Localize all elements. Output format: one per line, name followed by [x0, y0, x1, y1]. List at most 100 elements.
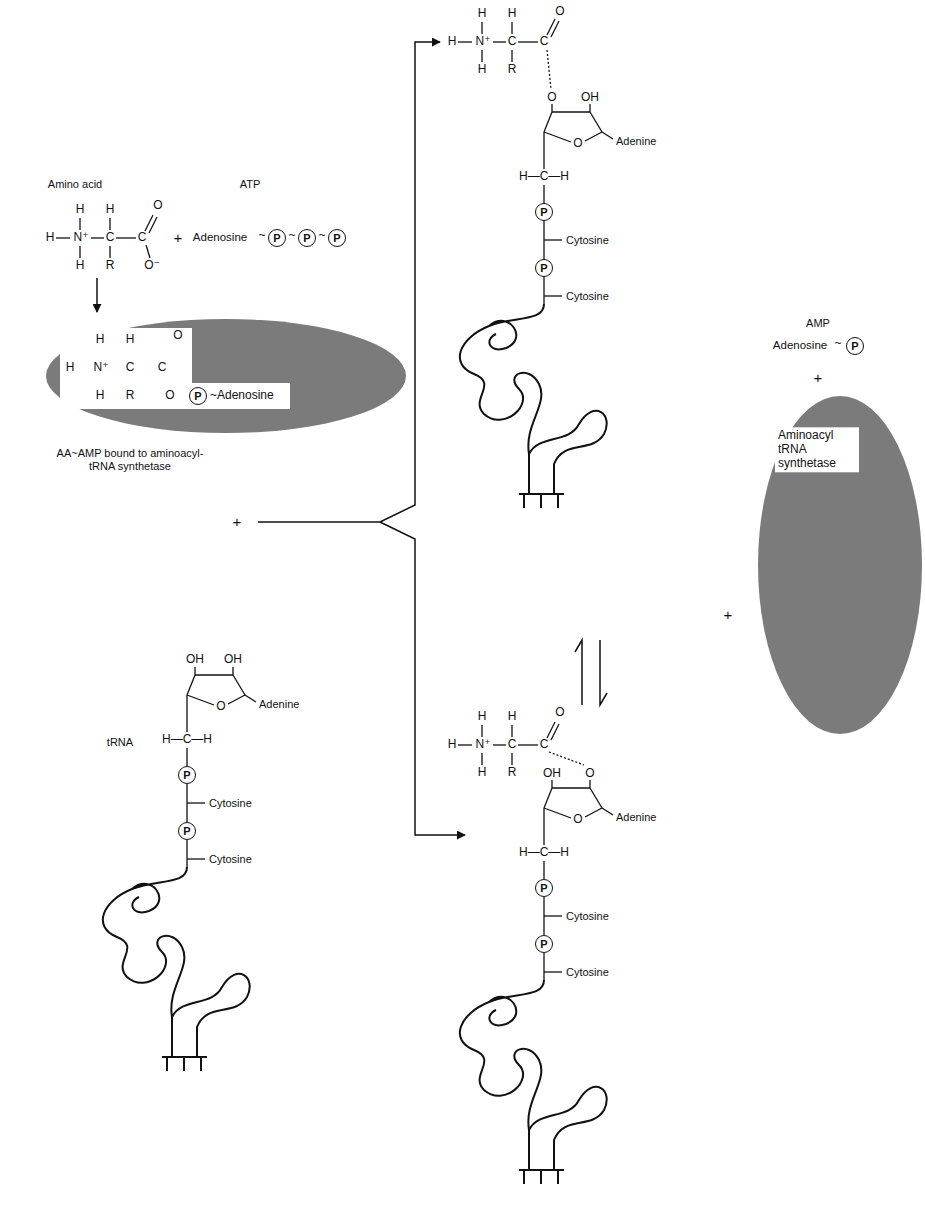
bond-line — [458, 744, 472, 745]
backbone-bond — [543, 221, 544, 259]
atom-label: O — [216, 700, 225, 714]
bond-line — [585, 808, 602, 817]
phosphate-circle: P — [178, 766, 196, 784]
atom-label: O — [585, 767, 594, 781]
bond-line — [493, 41, 506, 42]
bond-line — [481, 753, 482, 765]
bond-line — [544, 112, 552, 132]
bond-line — [543, 185, 544, 203]
white-patch — [60, 328, 290, 409]
bond-line — [187, 802, 205, 803]
bond-line — [590, 788, 602, 808]
atom-label: C — [540, 35, 549, 49]
bond-line — [79, 246, 80, 258]
phosphate-circle: P — [298, 229, 316, 247]
phosphate-circle: P — [535, 935, 553, 953]
bond-line — [56, 237, 70, 238]
atom-label: O⁻ — [144, 259, 160, 273]
bond-line — [186, 695, 187, 732]
bond-line — [195, 674, 233, 675]
atom-label: OH — [581, 91, 599, 105]
molecule-name: AMP — [806, 317, 830, 330]
bond-line — [233, 675, 245, 695]
phosphate-letter: P — [540, 207, 547, 218]
bond-line — [149, 217, 157, 233]
atom-label: C — [126, 361, 135, 375]
phosphate-letter: P — [194, 391, 201, 402]
bond-line — [551, 724, 559, 740]
phosphate-circle: P — [846, 337, 864, 355]
phosphate-circle: P — [178, 822, 196, 840]
atom-label: ~ — [318, 229, 325, 243]
backbone-bond — [186, 784, 187, 822]
bond-line — [511, 725, 512, 737]
atom-label: H — [448, 35, 457, 49]
enzyme-ellipse: Aminoacyl tRNA synthetase — [757, 395, 923, 735]
bond-line — [552, 787, 590, 788]
trna-bodies — [103, 304, 607, 1184]
bond-line — [511, 22, 512, 34]
phosphate-letter: P — [540, 263, 547, 274]
atom-label: O — [573, 813, 582, 827]
phosphate-letter: P — [851, 341, 858, 352]
bond-line — [544, 915, 562, 916]
plus-sign: + — [814, 369, 823, 386]
phosphate-letter: P — [303, 233, 310, 244]
atom-label: O — [547, 91, 556, 105]
atom-label: N⁺ — [74, 231, 89, 245]
bond-line — [602, 808, 613, 815]
bond-line — [458, 41, 472, 42]
bond-line — [590, 112, 602, 132]
atom-label: Adenosine — [193, 231, 247, 244]
atom-label: ~Adenosine — [210, 389, 274, 403]
reaction-arrow — [575, 640, 582, 705]
atom-label: R — [508, 63, 517, 77]
phosphate-letter: P — [333, 233, 340, 244]
caption-text: AA~AMP bound to aminoacyl-tRNA synthetas… — [45, 447, 215, 472]
atom-label: H — [76, 259, 85, 273]
phosphate-circle: P — [535, 203, 553, 221]
bond-line — [91, 237, 104, 238]
atom-label: OH — [224, 653, 242, 667]
backbone-bond — [543, 897, 544, 935]
atom-label: H — [76, 203, 85, 217]
bond-line — [79, 218, 80, 230]
atom-label: H — [448, 738, 457, 752]
bond-line — [602, 132, 613, 139]
bond-line — [146, 245, 150, 258]
trna-cloverleaf — [460, 980, 607, 1184]
bond-line — [518, 41, 538, 42]
trna-cloverleaf — [103, 867, 250, 1071]
atom-label: C — [106, 231, 115, 245]
atom-label: Adenine — [616, 811, 656, 824]
atom-label: H — [46, 231, 55, 245]
phosphate-letter: P — [183, 826, 190, 837]
atom-label: H — [478, 63, 487, 77]
bond-line — [116, 237, 136, 238]
bond-line — [544, 239, 562, 240]
atom-label: H—C—H — [519, 170, 569, 184]
bond-line — [245, 695, 256, 702]
plus-sign: + — [233, 513, 242, 530]
bond-line — [544, 808, 571, 818]
atom-label: H — [508, 710, 517, 724]
bond-line — [187, 858, 205, 859]
atom-label: R — [106, 259, 115, 273]
reaction-arrow — [96, 278, 98, 312]
reaction-arrows — [97, 42, 607, 835]
atom-label: H — [66, 361, 75, 375]
atom-label: H — [96, 389, 105, 403]
bond-line — [589, 104, 590, 112]
bond-line — [544, 295, 562, 296]
bond-line — [481, 22, 482, 34]
atom-label: Cytosine — [209, 797, 252, 810]
bond-line — [187, 675, 195, 695]
phosphate-circle: P — [328, 229, 346, 247]
atom-label: N⁺ — [476, 35, 491, 49]
bond-line — [511, 50, 512, 62]
atom-label: C — [158, 361, 167, 375]
bond-line — [481, 725, 482, 737]
bond-line — [543, 953, 544, 980]
bond-line — [232, 667, 233, 675]
phosphate-letter: P — [540, 939, 547, 950]
